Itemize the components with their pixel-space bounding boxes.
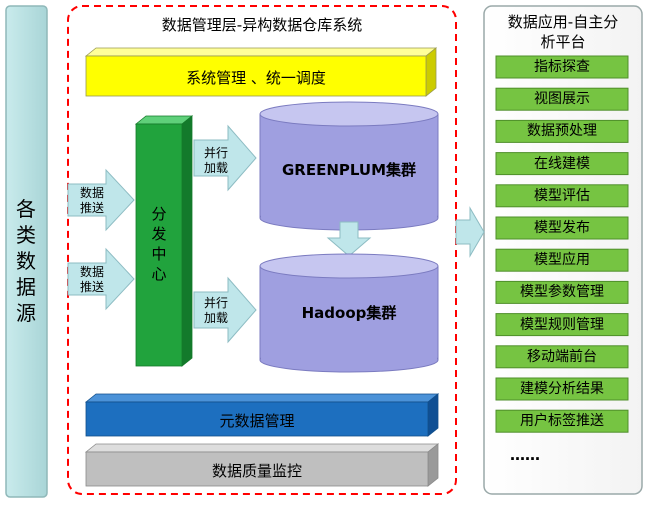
platform-item-box — [495, 216, 629, 240]
platform-title: 数据应用-自主分析平台 — [507, 13, 619, 51]
quality-label: 数据质量监控 — [211, 462, 302, 480]
hadoop-label: Hadoop集群 — [301, 304, 397, 322]
middle-title: 数据管理层-异构数据仓库系统 — [161, 16, 363, 34]
distribution-center-block — [134, 115, 194, 367]
output-arrow — [455, 206, 485, 258]
data-management-frame — [67, 5, 457, 495]
load-arrow-top-label: 并行 加载 — [204, 146, 229, 175]
platform-item-box — [495, 377, 629, 401]
data-source-panel — [5, 5, 48, 498]
push-arrow-2 — [67, 247, 135, 311]
metadata-management-bar — [84, 393, 440, 437]
platform-item-label: 模型发布 — [534, 220, 590, 236]
platform-item-label: 模型规则管理 — [520, 316, 604, 333]
platform-item-label: 视图展示 — [534, 91, 590, 108]
platform-item-box — [495, 409, 629, 433]
platform-item-label: 数据预处理 — [527, 123, 597, 140]
platform-item-label: 模型应用 — [534, 252, 590, 269]
greenplum-label: GREENPLUM集群 — [281, 161, 417, 179]
system-management-label: 系统管理 、统一调度 — [186, 69, 326, 87]
platform-item-list — [495, 55, 629, 433]
more-items-ellipsis: …… — [510, 446, 540, 464]
platform-item-box — [495, 248, 629, 272]
load-arrow-bottom — [193, 276, 257, 344]
platform-item-label: 模型参数管理 — [520, 284, 604, 301]
hadoop-cluster — [259, 253, 439, 373]
platform-item-label: 移动端前台 — [527, 348, 597, 365]
platform-item-box — [495, 345, 629, 369]
platform-item-label: 建模分析结果 — [520, 381, 604, 397]
greenplum-cluster — [259, 101, 439, 231]
platform-item-box — [495, 152, 629, 176]
platform-item-label: 指标探查 — [534, 59, 590, 75]
sync-down-arrow — [326, 221, 372, 257]
platform-item-label: 模型评估 — [534, 187, 590, 204]
system-management-bar — [84, 47, 438, 97]
platform-item-box — [495, 313, 629, 337]
platform-item-label: 在线建模 — [534, 155, 590, 172]
metadata-label: 元数据管理 — [219, 412, 295, 430]
platform-item-box — [495, 87, 629, 111]
distribution-center-label: 分发中心 — [151, 205, 167, 283]
push-arrow-2-label: 数据 推送 — [80, 265, 105, 294]
platform-item-box — [495, 280, 629, 304]
platform-item-box — [495, 55, 629, 79]
push-arrow-1 — [67, 168, 135, 232]
push-arrow-1-label: 数据 推送 — [80, 186, 105, 215]
platform-item-box — [495, 119, 629, 143]
load-arrow-bottom-label: 并行 加载 — [204, 296, 229, 325]
platform-item-label: 用户标签推送 — [520, 413, 604, 430]
platform-item-box — [495, 184, 629, 208]
data-quality-bar — [84, 443, 440, 487]
load-arrow-top — [193, 124, 257, 192]
data-source-label: 各类数据源 — [16, 197, 36, 325]
